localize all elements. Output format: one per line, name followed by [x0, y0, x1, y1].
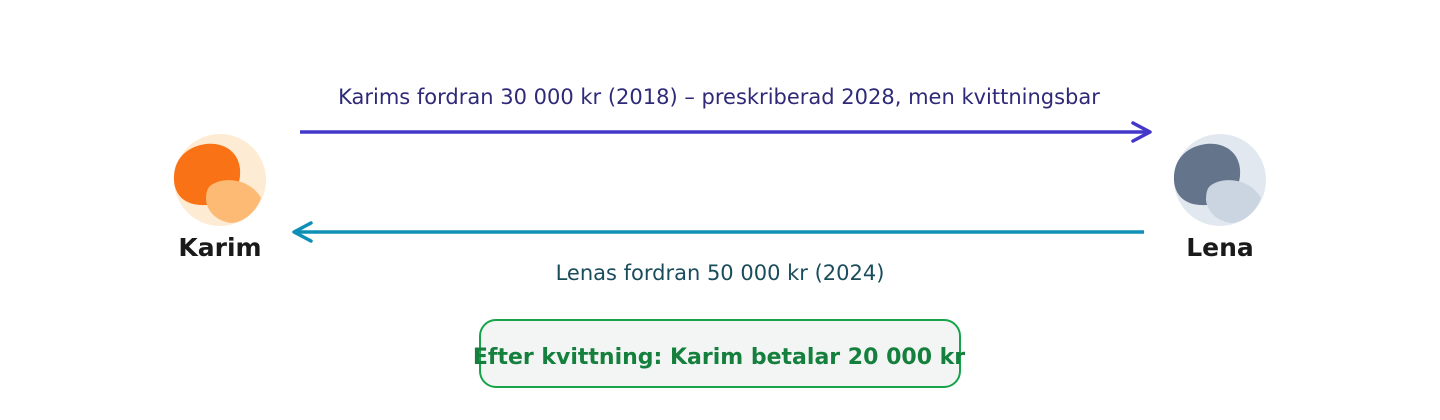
lena-claim-label: Lenas fordran 50 000 kr (2024) — [556, 261, 885, 285]
lena-avatar — [1173, 134, 1266, 226]
arrow-right-icon — [1131, 121, 1152, 143]
result-box — [479, 319, 961, 388]
karim-claim-label: Karims fordran 30 000 kr (2018) – preskr… — [338, 85, 1100, 109]
lena-person-body-icon — [1206, 180, 1261, 223]
karim-name: Karim — [178, 233, 261, 262]
result-label: Efter kvittning: Karim betalar 20 000 kr — [473, 345, 965, 370]
lena-name: Lena — [1186, 233, 1254, 262]
karim-person-body-icon — [206, 180, 261, 223]
arrow-left-icon — [292, 221, 313, 243]
karim-avatar — [173, 134, 266, 226]
